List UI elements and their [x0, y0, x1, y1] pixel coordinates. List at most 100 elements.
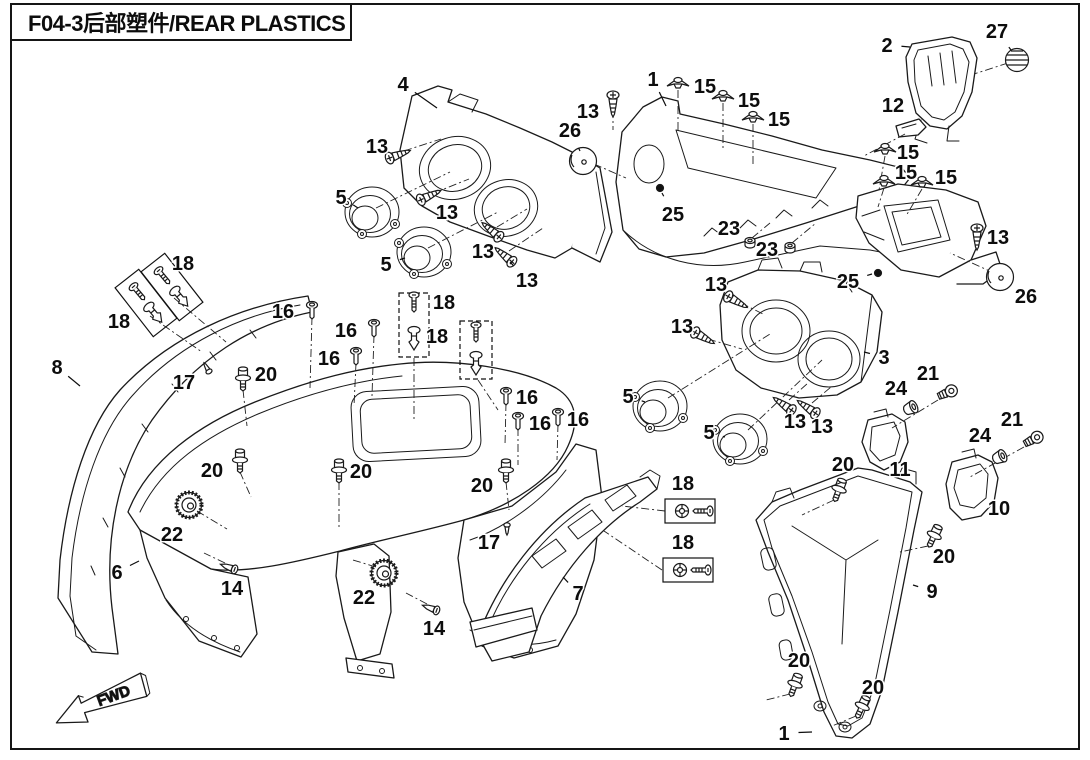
part-number-label: 20 [788, 650, 810, 672]
page-border [10, 3, 1080, 750]
part-number-label: 16 [529, 413, 551, 435]
part-number-label: 12 [882, 95, 904, 117]
part-number-label: 13 [516, 270, 538, 292]
fwd-label: FWD [95, 682, 133, 710]
assembly-axis-line [905, 188, 923, 217]
part-number-label: 5 [703, 422, 714, 444]
part-number-label: 26 [559, 120, 581, 142]
part-number-label: 4 [397, 74, 409, 96]
part-number-label: 17 [478, 532, 500, 554]
bolt20-icon [234, 366, 252, 392]
part-number-label: 15 [768, 109, 790, 131]
part-number-label: 5 [380, 254, 391, 276]
part-number-label: 15 [895, 162, 917, 184]
part-number-label: 15 [738, 90, 760, 112]
assembly-axis-line [375, 171, 451, 209]
part-number-label: 20 [933, 546, 955, 568]
part-number-label: 17 [173, 372, 195, 394]
assembly-axis-line [788, 382, 809, 401]
callout-leader [509, 261, 514, 266]
cap26-icon [985, 262, 1015, 292]
callout-leader [578, 147, 581, 152]
rivet18s-icon [127, 280, 149, 304]
rivet18s-icon [690, 564, 712, 576]
assembly-axis-line [508, 227, 544, 252]
rivet18s-icon [408, 291, 420, 313]
assembly-axis-line [556, 423, 559, 461]
dot25-icon [873, 268, 883, 278]
callout-leader [901, 45, 911, 48]
callout-leader [67, 375, 81, 387]
part-number-label: 18 [433, 292, 455, 314]
part-9-support-frame [755, 467, 923, 739]
fastener-boxes-layer [114, 252, 716, 583]
fastener-group-box [459, 320, 493, 380]
part-number-label: 13 [472, 241, 494, 263]
page-title: F04-3后部塑件/REAR PLASTICS [28, 11, 346, 36]
assembly-axis-line [496, 208, 528, 228]
part-10-bracket [945, 448, 999, 521]
rivet18r-icon [141, 299, 167, 327]
part-number-label: 10 [988, 498, 1010, 520]
part-number-label: 20 [471, 475, 493, 497]
part-number-label: 16 [567, 409, 589, 431]
callout-leader [129, 560, 140, 567]
screw13-icon [606, 90, 620, 118]
part-number-label: 20 [201, 460, 223, 482]
part-number-label: 13 [784, 411, 806, 433]
fwd-arrow: FWD [55, 672, 151, 724]
part-5-pod [394, 226, 452, 279]
part-11-bracket [861, 408, 909, 471]
assembly-axis-line [505, 481, 510, 511]
callout-leader [722, 435, 726, 438]
callout-leader [661, 192, 665, 197]
part-number-label: 18 [672, 532, 694, 554]
assembly-axis-line [593, 163, 627, 179]
assembly-axis-line [667, 333, 771, 399]
assembly-axis-line [353, 362, 357, 407]
assembly-axis-line [504, 402, 507, 446]
part-number-label: 16 [516, 387, 538, 409]
part-12-small-bracket [895, 118, 927, 138]
part-number-label: 13 [577, 101, 599, 123]
part-number-label: 24 [885, 378, 908, 400]
callout-leader [863, 351, 871, 355]
part-number-label: 20 [862, 677, 884, 699]
part-number-label: 13 [671, 316, 693, 338]
assembly-axis-line [621, 505, 666, 512]
part-number-label: 23 [718, 218, 740, 240]
callout-leader [912, 584, 919, 588]
assembly-axis-line [707, 338, 743, 350]
assembly-axis-line [149, 315, 203, 353]
assembly-axis-line [899, 545, 929, 553]
bolt21-icon [935, 382, 960, 403]
part-number-label: 6 [111, 562, 122, 584]
part-number-label: 15 [935, 167, 957, 189]
rivet18r-icon [407, 325, 421, 351]
screw16-icon [349, 346, 363, 366]
title-box: F04-3后部塑件/REAR PLASTICS [10, 3, 352, 41]
cap26-icon [568, 146, 598, 176]
part-number-label: 20 [255, 364, 277, 386]
part-number-label: 16 [272, 301, 294, 323]
part-number-label: 22 [161, 524, 183, 546]
part-number-label: 3 [878, 347, 889, 369]
part-number-label: 13 [436, 202, 458, 224]
assembly-axis-line [878, 155, 886, 191]
part-number-label: 8 [51, 357, 62, 379]
callout-leader [641, 400, 646, 403]
callout-leader [414, 91, 438, 109]
part-number-label: 15 [897, 142, 919, 164]
part-number-label: 1 [647, 69, 658, 91]
part-number-label: 26 [1015, 286, 1037, 308]
rivet18s-icon [470, 321, 482, 343]
assembly-axis-line [891, 399, 939, 429]
assembly-axis-line [831, 715, 857, 727]
part-number-label: 25 [662, 204, 684, 226]
assembly-axis-line [801, 499, 835, 516]
part-number-label: 7 [572, 583, 583, 605]
part-number-label: 20 [350, 461, 372, 483]
assembly-axis-line [239, 471, 252, 498]
